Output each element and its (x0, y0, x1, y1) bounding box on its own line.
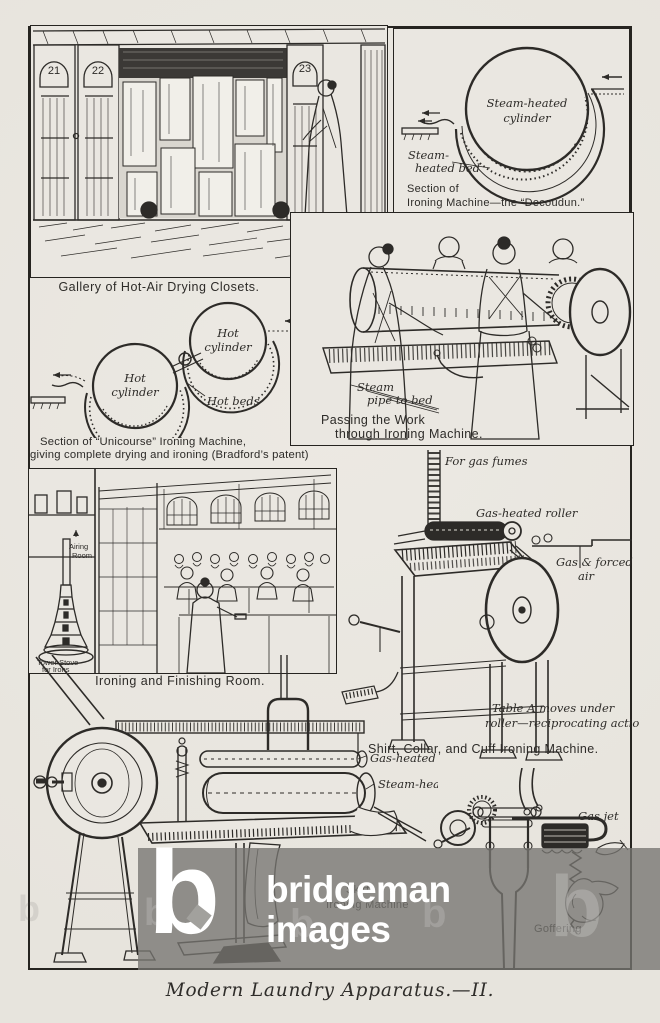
watermark-tile-icon: b (422, 892, 447, 936)
shirt-machine-caption: Shirt, Collar, and Cuff Ironing Machine. (368, 742, 598, 756)
upper-cylinder-label-line1: Hot (216, 326, 239, 340)
bridgeman-logo-icon: b (148, 827, 221, 959)
steam-pipe-label-line1: Steam (357, 380, 394, 394)
watermark-brand-line2: images (266, 909, 391, 950)
door-number-21: 21 (48, 65, 60, 77)
passing-work-illustration: Steam pipe to bed Passing the Work throu… (321, 236, 632, 441)
decoudun-cylinder-label-line1: Steam-heated (487, 96, 568, 110)
shirt-machine-illustration: For gas fumes Gas-heated roller Gas & fo… (341, 450, 640, 761)
decoudun-bed-label-line2: heated bed (415, 161, 480, 175)
decoudun-caption-line1: Section of (407, 183, 460, 195)
watermark-brand-line1: bridgeman (266, 869, 451, 910)
decoudun-caption-line2: Ironing Machine—the “Decoudun.” (407, 197, 584, 209)
skirt-gas-label: Gas-heated (370, 751, 436, 765)
passing-work-caption-line2: through Ironing Machine. (335, 427, 483, 441)
gas-jet-label: Gas jet (578, 809, 619, 823)
unicourse-caption: Section of “Unicourse” Ironing Machine, … (30, 436, 309, 461)
decoudun-bed-label-line1: Steam- (408, 148, 449, 162)
finishing-room-caption: Ironing and Finishing Room. (95, 674, 265, 688)
page-title: Modern Laundry Apparatus.—II. (165, 980, 495, 1001)
gas-air-label-line1: Gas & forced (556, 555, 633, 569)
passing-work-caption-line1: Passing the Work (321, 413, 425, 427)
decoudun-illustration: Steam-heated cylinder Steam- heated bed … (401, 46, 624, 209)
panel-passing-work: Steam pipe to bed Passing the Work throu… (290, 212, 634, 446)
finishing-room-illustration: Airing Room Tower Stove for Irons (29, 469, 336, 673)
unicourse-illustration: Hot cylinder Hot cylinder Hot beds (30, 301, 307, 438)
airing-room-label-line1: Airing (69, 542, 88, 551)
skirt-steam-label: Steam-heated (378, 777, 438, 791)
table-action-label-line2: roller—reciprocating action (485, 716, 640, 730)
drying-closets-illustration: 21 22 23 (32, 28, 386, 259)
lower-cylinder-label-line2: cylinder (111, 385, 160, 399)
shirt-machine-figure: For gas fumes Gas-heated roller Gas & fo… (340, 450, 640, 762)
lower-cylinder-label-line1: Hot (123, 371, 146, 385)
airing-room-label-line2: Room (72, 551, 92, 560)
hot-beds-label: Hot beds (206, 394, 260, 408)
tower-stove-label-line2: for Irons (42, 665, 70, 673)
gas-air-label-line2: air (578, 569, 596, 583)
steam-pipe-label-line2: pipe to bed (367, 393, 433, 407)
gas-fumes-label: For gas fumes (444, 454, 528, 468)
drying-closets-caption: Gallery of Hot-Air Drying Closets. (58, 280, 260, 294)
watermark-tile-icon: b (550, 859, 603, 955)
door-number-23: 23 (299, 63, 311, 75)
gas-roller-label: Gas-heated roller (476, 506, 579, 520)
panel-decoudun: Steam-heated cylinder Steam- heated bed … (393, 28, 630, 213)
table-action-label-line1: Table A moves under (492, 701, 616, 715)
watermark-tile-icon: b (290, 902, 315, 946)
door-number-22: 22 (92, 65, 104, 77)
unicourse-caption-line2: giving complete drying and ironing (Brad… (30, 448, 309, 461)
decoudun-cylinder-label-line2: cylinder (503, 111, 552, 125)
upper-cylinder-label-line2: cylinder (204, 340, 253, 354)
watermark-tile-icon: b (18, 888, 40, 929)
watermark-tile-icon: b (144, 892, 168, 934)
unicourse-diagram: Hot cylinder Hot cylinder Hot beds (25, 293, 325, 438)
watermark-brand-text: bridgeman images (266, 870, 451, 950)
watermark-band: b b b b b bridgeman images (138, 834, 660, 970)
unicourse-caption-line1: Section of “Unicourse” Ironing Machine, (40, 436, 247, 448)
panel-finishing-room: Airing Room Tower Stove for Irons (28, 468, 337, 674)
